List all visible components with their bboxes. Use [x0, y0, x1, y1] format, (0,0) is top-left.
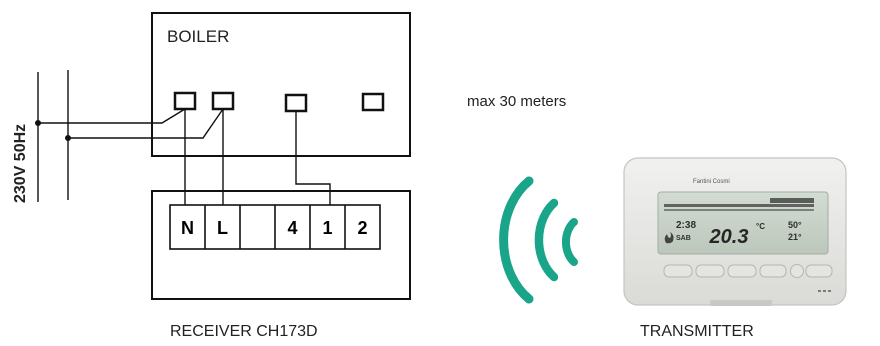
- transmitter-button-3: [727, 264, 757, 278]
- wire-supply-to-t2: [68, 108, 224, 139]
- terminal-1: 1: [322, 218, 332, 238]
- receiver-label: RECEIVER CH173D: [170, 323, 318, 340]
- lcd-unit: °C: [756, 222, 765, 231]
- lcd-program-bars: [664, 198, 814, 211]
- transmitter-device: Fantini Cosmi 2:38 SAB 20.3 °C 50° 21°: [623, 157, 847, 306]
- boiler-box: [151, 12, 411, 157]
- lcd-tertiary: 21°: [788, 232, 802, 242]
- range-label: max 30 meters: [467, 93, 566, 110]
- terminal-l: L: [217, 218, 228, 238]
- boiler-terminal-4: [361, 92, 385, 112]
- transmitter-button-2: [695, 264, 725, 278]
- transmitter-button-5: [805, 264, 833, 278]
- flame-icon: [664, 232, 674, 244]
- transmitter-buttons: [663, 264, 833, 278]
- boiler-label: BOILER: [167, 27, 229, 46]
- wire-supply-to-t1: [38, 108, 186, 124]
- transmitter-button-center: [790, 264, 804, 278]
- wireless-signal-icon: [499, 176, 578, 304]
- terminal-2: 2: [357, 218, 367, 238]
- transmitter-lcd: [657, 191, 829, 255]
- boiler-terminal-1: [173, 91, 197, 111]
- transmitter-button-4: [759, 264, 787, 278]
- lcd-temperature: 20.3: [709, 226, 749, 248]
- boiler-terminal-3: [284, 93, 308, 113]
- transmitter-indicator-dots: [818, 290, 831, 292]
- lcd-day: SAB: [676, 235, 691, 242]
- transmitter-label: TRANSMITTER: [640, 323, 754, 340]
- boiler-terminal-2: [211, 91, 235, 111]
- supply-label: 230V 50Hz: [12, 124, 29, 203]
- terminal-n: N: [181, 218, 194, 238]
- wire-t3-to-1: [295, 111, 331, 205]
- receiver-box: [151, 190, 411, 300]
- terminal-4: 4: [287, 218, 297, 238]
- lcd-secondary: 50°: [788, 220, 802, 230]
- transmitter-button-1: [663, 264, 693, 278]
- transmitter-brand: Fantini Cosmi: [693, 179, 730, 185]
- transmitter-base: [710, 300, 772, 306]
- lcd-time: 2:38: [676, 220, 696, 231]
